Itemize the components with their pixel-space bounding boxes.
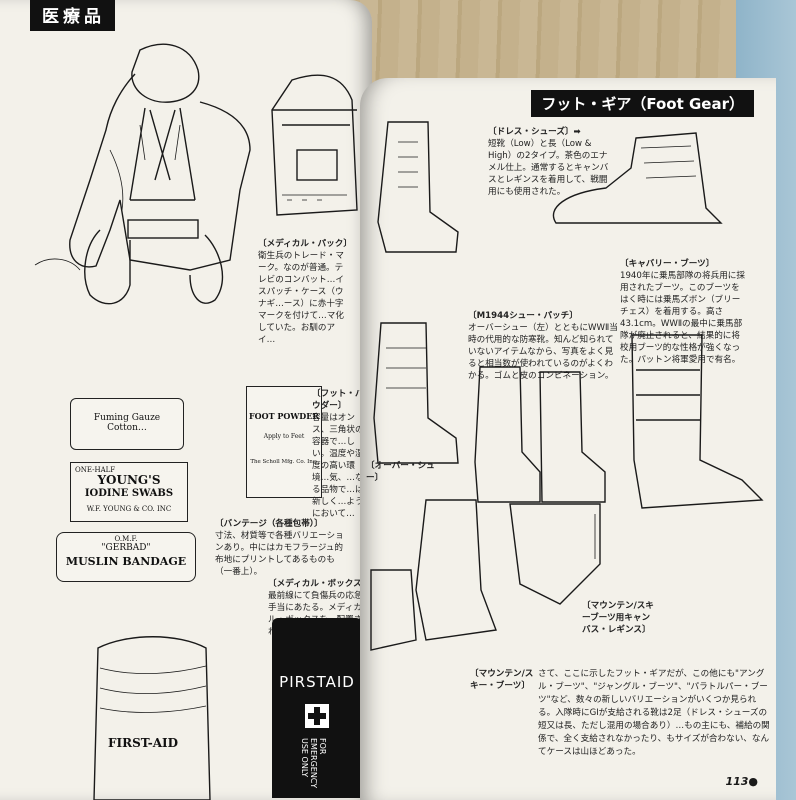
foot-gear-summary-text: さて、ここに示したフット・ギアだが、この他にも"アングル・ブーツ"、"ジャングル…	[538, 669, 770, 757]
left-page: 医療品 〔メディカル・パック〕 衛生兵のトレード・マーク。なのが普通。テレビのコ…	[0, 0, 372, 800]
caption-foot-powder: 〔フット・パウダー〕 容量はオンス、三角状の容器で…しい。温度や湿度の高い環境……	[312, 389, 364, 519]
m1944-shoepac-illustration	[474, 366, 606, 503]
canvas-leggings-illustration	[509, 503, 601, 605]
caption-medical-pack: 〔メディカル・パック〕 衛生兵のトレード・マーク。なのが普通。テレビのコンバット…	[258, 239, 352, 345]
first-aid-label: FIRST-AID	[108, 736, 179, 750]
iodine-swabs-package: ONE-HALF YOUNG'S IODINE SWABS W.F. YOUNG…	[70, 462, 188, 522]
caption-ski-boots: 〔マウンテン/スキー・ブーツ〕	[470, 669, 534, 691]
service-boots-illustration	[377, 121, 459, 253]
caption-mountain-leggings: 〔マウンテン/スキーブーツ用キャンバス・レギンス〕	[582, 601, 654, 635]
first-aid-pouch-illustration	[93, 636, 211, 800]
pirstaid-box: PIRSTAID FOR EMERGENCY USE ONLY	[272, 618, 362, 798]
cavalry-boots-illustration	[631, 334, 764, 509]
ski-boots-illustration	[370, 499, 497, 651]
caption-overshoe: 〔オーバー・シュー〕	[366, 461, 435, 483]
gauze-package: Fuming Gauze Cotton…	[70, 398, 184, 450]
muslin-bandage-package: O.M.F. "GERBAD" MUSLIN BANDAGE	[56, 532, 196, 582]
foot-powder-package: FOOT POWDER Apply to Feet The Scholl Mfg…	[246, 386, 322, 498]
medic-soldier-illustration	[34, 43, 251, 305]
dress-shoe-illustration	[552, 132, 723, 224]
caption-bandage: 〔バンテージ（各種包帯）〕 寸法、材質等で各種バリエーションあり。中にはカモフラ…	[215, 519, 344, 577]
section-title-medical: 医療品	[30, 0, 115, 31]
overshoe-illustration	[373, 322, 459, 464]
section-title-foot-gear: フット・ギア（Foot Gear）	[531, 90, 754, 117]
red-cross-icon	[305, 704, 329, 728]
page-number: 113●	[725, 775, 758, 788]
medical-pack-illustration	[271, 74, 358, 216]
caption-dress-shoes: 〔ドレス・シューズ〕➡ 短靴（Low）と長（Low & High）の2タイプ。茶…	[488, 127, 609, 197]
caption-cavalry-boots: 〔キャバリー・ブーツ〕 1940年に乗馬部隊の将兵用に採用されたブーツ。このブー…	[620, 259, 745, 365]
